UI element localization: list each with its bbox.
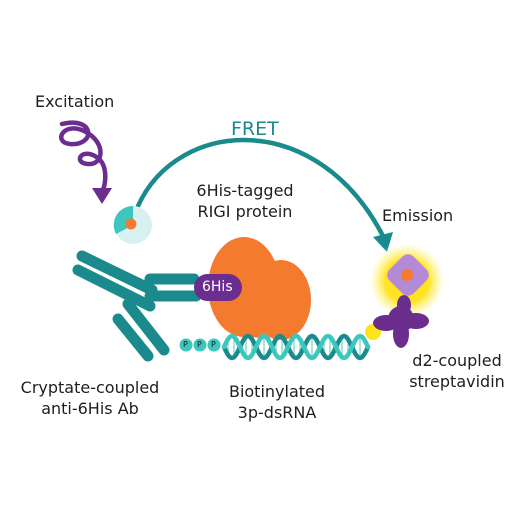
rigi-protein-icon bbox=[208, 237, 311, 340]
protein-label-line1: 6His-tagged bbox=[196, 181, 294, 200]
triphosphate-icon bbox=[179, 338, 221, 352]
rna-strand-1 bbox=[221, 333, 371, 361]
rna-label-line2: 3p-dsRNA bbox=[237, 403, 317, 422]
cryptate-donor-icon bbox=[113, 205, 152, 244]
dsrna-helix-icon bbox=[221, 333, 371, 361]
streptavidin-label: d2-coupled streptavidin bbox=[402, 350, 512, 392]
his-tag-badge bbox=[194, 274, 242, 301]
phosphate-label-2: P bbox=[197, 340, 202, 349]
excitation-wave-icon bbox=[59, 120, 112, 204]
emission-label: Emission bbox=[382, 206, 454, 225]
cryptate-label: Cryptate-coupled anti-6His Ab bbox=[0, 377, 180, 419]
cryptate-label-line2: anti-6His Ab bbox=[41, 399, 139, 418]
streptavidin-icon bbox=[373, 295, 429, 348]
excitation-label: Excitation bbox=[35, 92, 115, 111]
cryptate-label-line1: Cryptate-coupled bbox=[20, 378, 160, 397]
streptavidin-label-line1: d2-coupled bbox=[412, 351, 502, 370]
rna-strand-2 bbox=[221, 333, 371, 361]
antibody-icon bbox=[72, 218, 202, 362]
phosphate-label-1: P bbox=[183, 340, 188, 349]
rna-label-line1: Biotinylated bbox=[228, 382, 326, 401]
phosphate-label-3: P bbox=[211, 340, 216, 349]
rna-label: Biotinylated 3p-dsRNA bbox=[222, 381, 332, 423]
protein-label-line2: RIGI protein bbox=[197, 202, 293, 221]
protein-label: 6His-tagged RIGI protein bbox=[190, 180, 300, 222]
d2-acceptor-icon bbox=[387, 254, 429, 296]
his-tag-label: 6His bbox=[202, 279, 233, 295]
fret-label: FRET bbox=[231, 118, 279, 140]
streptavidin-label-line2: streptavidin bbox=[409, 372, 505, 391]
